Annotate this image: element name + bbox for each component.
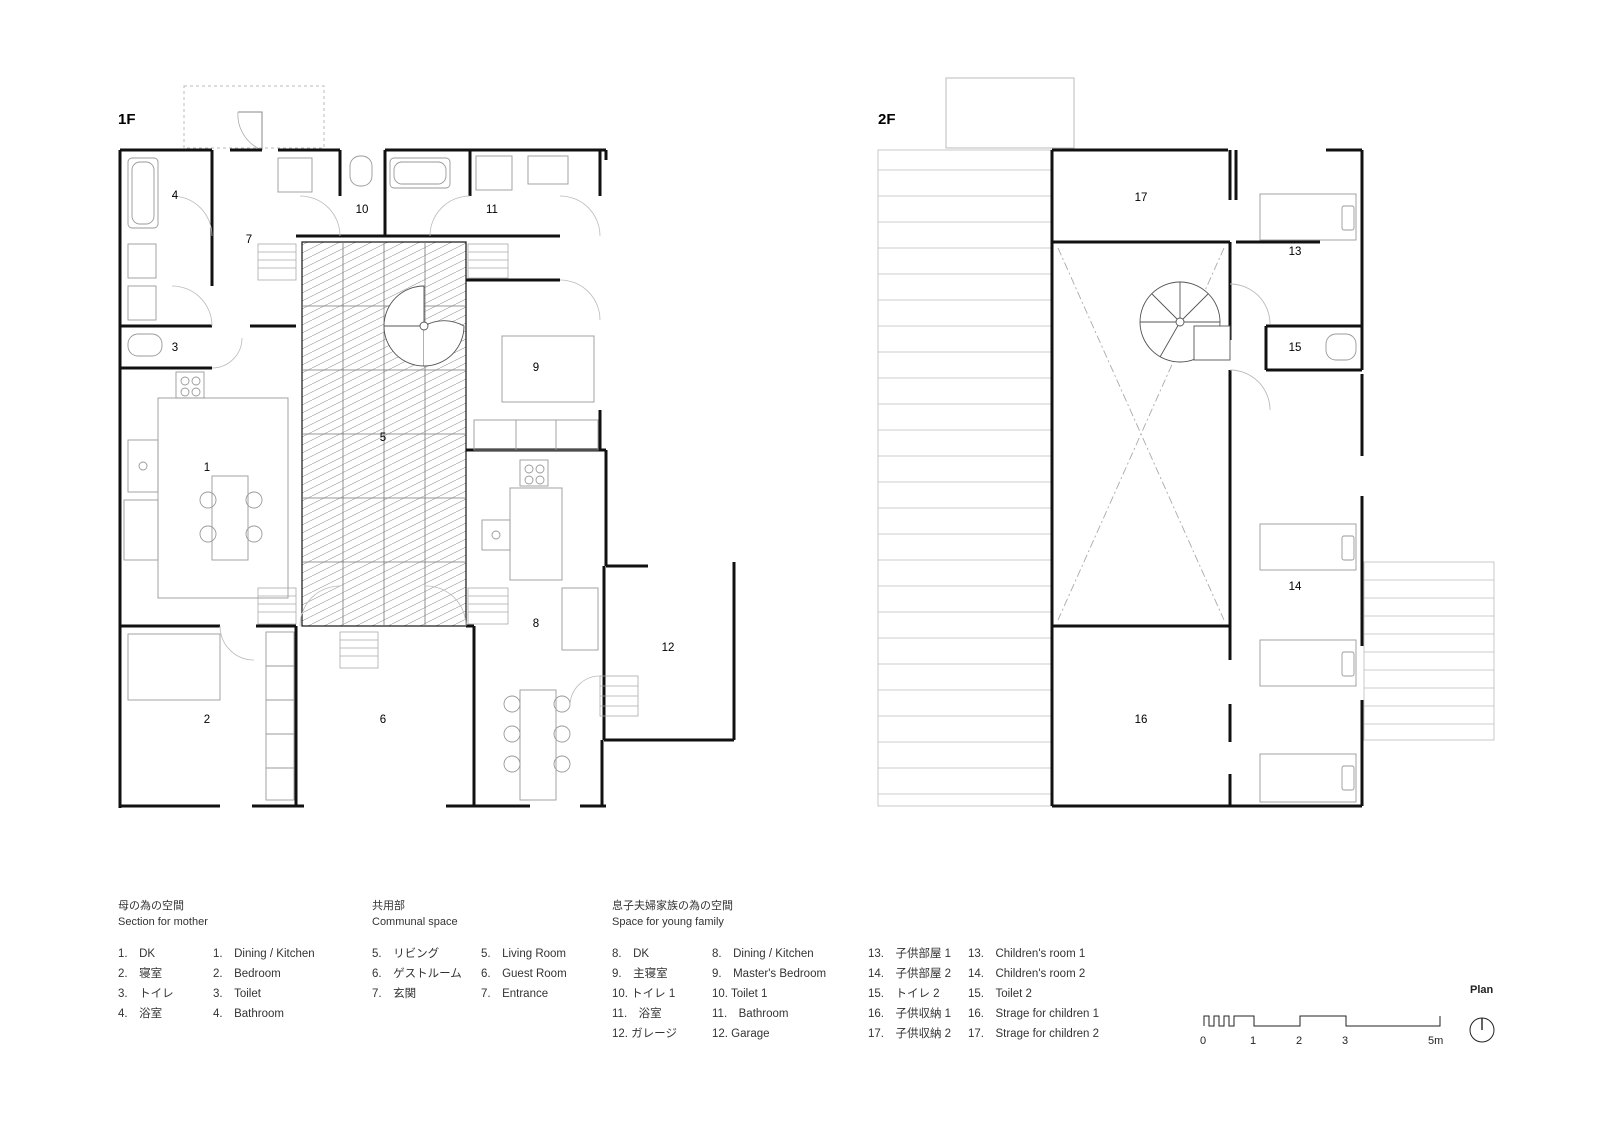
first-floor-room-numbers: 1 2 3 4 5 6 7 8 9 10 11 12 — [172, 190, 675, 726]
first-floor-plan — [118, 85, 736, 808]
legend-item: 12. ガレージ — [612, 1027, 677, 1040]
legend-item: 3. トイレ — [118, 988, 174, 1000]
scale-tick: 5m — [1428, 1035, 1443, 1047]
legend-communal: 共用部 Communal space 5. リビング 6. ゲストルーム 7. … — [372, 898, 567, 1000]
legend-item: 11. Bathroom — [712, 1008, 789, 1020]
legend-item: 2. Bedroom — [213, 968, 281, 980]
legend-item: 17. Strage for children 2 — [968, 1028, 1099, 1040]
scale-bar: Plan 0 1 2 3 5m — [1200, 984, 1495, 1047]
legend-heading-en: Section for mother — [118, 916, 208, 928]
legend-item: 15. Toilet 2 — [968, 988, 1032, 1000]
room-number: 13 — [1289, 246, 1302, 258]
legend-heading-ja: 母の為の空間 — [118, 898, 184, 912]
room-number: 15 — [1289, 342, 1302, 354]
legend-heading-ja: 息子夫婦家族の為の空間 — [612, 898, 733, 912]
second-floor-plan — [877, 77, 1495, 808]
scale-tick: 3 — [1342, 1035, 1348, 1047]
legend-item: 7. 玄関 — [372, 986, 416, 1000]
legend-item: 1. DK — [118, 948, 155, 960]
legend-item: 16. Strage for children 1 — [968, 1008, 1099, 1020]
legend-item: 1. Dining / Kitchen — [213, 948, 315, 960]
legend-mother: 母の為の空間 Section for mother 1. DK 2. 寝室 3.… — [118, 898, 315, 1020]
legend-item: 14. 子供部屋 2 — [868, 966, 951, 980]
room-number: 6 — [380, 714, 386, 726]
legend-item: 9. Master's Bedroom — [712, 968, 826, 980]
legend-item: 11. 浴室 — [612, 1006, 662, 1020]
legend-item: 10. Toilet 1 — [712, 988, 767, 1000]
room-number: 1 — [204, 462, 210, 474]
floor-label-2f: 2F — [878, 111, 896, 128]
legend-item: 13. Children's room 1 — [968, 948, 1085, 960]
second-floor-room-numbers: 13 14 15 16 17 — [1135, 192, 1302, 726]
room-number: 10 — [356, 204, 369, 216]
room-number: 2 — [204, 714, 210, 726]
legend-item: 5. リビング — [372, 946, 440, 960]
plan-label: Plan — [1470, 984, 1494, 996]
room-number: 14 — [1289, 581, 1302, 593]
legend-item: 13. 子供部屋 1 — [868, 946, 951, 960]
scale-tick: 1 — [1250, 1035, 1256, 1047]
legend-item: 8. Dining / Kitchen — [712, 948, 814, 960]
legend-item: 9. 主寝室 — [612, 966, 668, 980]
room-number: 3 — [172, 342, 178, 354]
room-number: 5 — [380, 432, 386, 444]
legend-item: 6. ゲストルーム — [372, 967, 462, 980]
room-number: 8 — [533, 618, 539, 630]
legend-item: 14. Children's room 2 — [968, 968, 1085, 980]
legend-item: 3. Toilet — [213, 988, 262, 1000]
room-number: 9 — [533, 362, 539, 374]
legend-item: 17. 子供収納 2 — [868, 1026, 951, 1040]
room-number: 17 — [1135, 192, 1148, 204]
legend-young-family: 息子夫婦家族の為の空間 Space for young family 8. DK… — [612, 898, 1099, 1040]
legend-item: 2. 寝室 — [118, 966, 162, 980]
scale-tick: 0 — [1200, 1035, 1206, 1047]
room-number: 7 — [246, 234, 252, 246]
scale-tick: 2 — [1296, 1035, 1302, 1047]
legend-heading-en: Communal space — [372, 916, 458, 928]
legend-heading-ja: 共用部 — [372, 898, 405, 912]
floor-label-1f: 1F — [118, 111, 136, 128]
legend-item: 4. 浴室 — [118, 1006, 162, 1020]
legend-item: 4. Bathroom — [213, 1008, 284, 1020]
legend-item: 6. Guest Room — [481, 968, 567, 980]
room-number: 4 — [172, 190, 179, 202]
legend-item: 10. トイレ 1 — [612, 988, 675, 1000]
legend-heading-en: Space for young family — [612, 916, 724, 928]
legend-item: 7. Entrance — [481, 988, 548, 1000]
room-number: 16 — [1135, 714, 1148, 726]
room-number: 11 — [486, 204, 498, 216]
legend-item: 5. Living Room — [481, 948, 566, 960]
north-arrow-icon — [1469, 1017, 1495, 1043]
room-number: 12 — [662, 642, 675, 654]
legend-item: 16. 子供収納 1 — [868, 1006, 951, 1020]
legend-item: 15. トイレ 2 — [868, 988, 940, 1000]
legend-item: 8. DK — [612, 948, 649, 960]
legend-item: 12. Garage — [712, 1028, 770, 1040]
